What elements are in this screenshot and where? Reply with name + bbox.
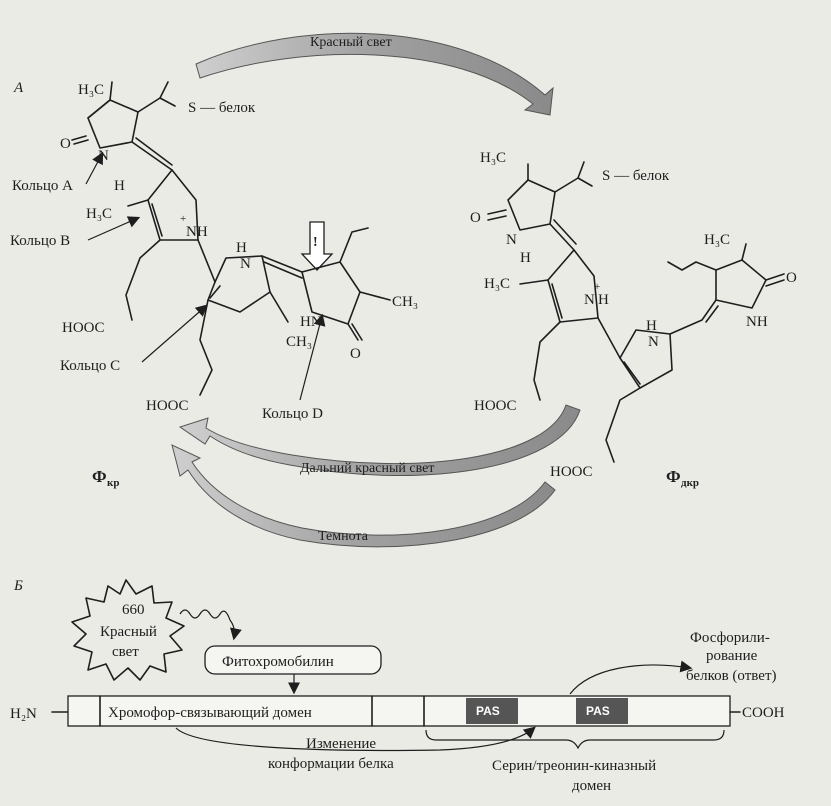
kinase-brace <box>425 729 725 750</box>
protein-bar: H₂N Хромофор-связывающий домен PAS PAS C… <box>10 695 785 727</box>
conformation-arrow <box>175 726 536 752</box>
ring-a-label: Кольцо A <box>12 178 73 194</box>
kinase-line1: Серин/треонин-киназный <box>492 758 656 774</box>
far-red-arrow <box>178 404 581 476</box>
svg-text:O: O <box>60 136 71 152</box>
svg-text:S — белок: S — белок <box>602 168 670 184</box>
svg-text:660: 660 <box>122 602 145 618</box>
svg-text:+: + <box>594 281 600 293</box>
cooh-label: COOH <box>742 705 785 721</box>
phospho-line2: рование <box>706 648 758 664</box>
svg-text:H: H <box>598 292 609 308</box>
conformation-line1: Изменение <box>306 736 376 752</box>
far-red-label: Дальний красный свет <box>300 461 434 476</box>
chromophore-box <box>204 645 382 675</box>
svg-text:Красный: Красный <box>100 624 157 640</box>
ring-d-label: Кольцо D <box>262 406 323 422</box>
svg-text:H₃C: H₃C <box>480 150 506 166</box>
dark-label: Темнота <box>318 529 369 544</box>
svg-text:N: N <box>506 232 517 248</box>
svg-text:HOOC: HOOC <box>146 398 189 414</box>
phospho-line3: белков (ответ) <box>686 668 777 684</box>
svg-text:H₃C: H₃C <box>86 206 112 222</box>
h2n-label: H₂N <box>10 706 37 722</box>
svg-text:O: O <box>786 270 797 286</box>
svg-text:H₃C: H₃C <box>704 232 730 248</box>
svg-text:H₃C: H₃C <box>484 276 510 292</box>
dark-arrow <box>171 444 556 548</box>
svg-text:!: ! <box>313 235 318 250</box>
svg-text:O: O <box>350 346 361 362</box>
kinase-line2: домен <box>572 778 611 794</box>
phi-pfr: Ф <box>666 467 681 486</box>
svg-text:H: H <box>646 318 657 334</box>
svg-text:S — белок: S — белок <box>188 100 256 116</box>
molecule-pr: H₃C S — белок O N H H₃C NH + H N CH₃ HOO… <box>10 81 418 489</box>
svg-text:HOOC: HOOC <box>62 320 105 336</box>
svg-text:N: N <box>98 148 109 164</box>
svg-text:N: N <box>584 292 595 308</box>
molecule-pfr: H₃C S — белок O N H H₃C N + H H₃C O NH H… <box>470 150 797 489</box>
red-light-label: Красный свет <box>310 35 392 50</box>
pas1-label: PAS <box>476 704 500 718</box>
red-light-arrow <box>195 32 554 116</box>
phospho-line1: Фосфорили- <box>690 630 770 646</box>
panel-b-label: Б <box>13 578 23 594</box>
pas2-label: PAS <box>586 704 610 718</box>
phospho-arrow <box>569 660 693 695</box>
panel-a-label: А <box>13 80 24 96</box>
svg-text:H: H <box>236 240 247 256</box>
svg-text:+: + <box>180 213 186 225</box>
svg-text:CH₃: CH₃ <box>286 334 312 350</box>
chromophore-label: Фитохромобилин <box>222 654 334 670</box>
exclaim-arrow: ! <box>300 221 334 271</box>
svg-text:N: N <box>240 256 251 272</box>
ring-c-label: Кольцо C <box>60 358 120 374</box>
binding-domain-label: Хромофор-связывающий домен <box>108 705 312 721</box>
svg-text:O: O <box>470 210 481 226</box>
svg-text:N: N <box>648 334 659 350</box>
svg-text:NH: NH <box>746 314 768 330</box>
svg-text:HOOC: HOOC <box>474 398 517 414</box>
phi-pfr-sub: дкр <box>681 477 699 489</box>
wavy-arrow <box>179 609 242 641</box>
svg-text:H₃C: H₃C <box>78 82 104 98</box>
svg-text:HOOC: HOOC <box>550 464 593 480</box>
phi-pr-sub: кр <box>107 477 119 489</box>
phi-pr: Ф <box>92 467 107 486</box>
svg-text:H: H <box>520 250 531 266</box>
svg-text:CH₃: CH₃ <box>392 294 418 310</box>
red-light-starburst: 660 Красный свет <box>71 579 185 681</box>
conformation-line2: конформации белка <box>268 756 394 772</box>
ring-b-label: Кольцо B <box>10 233 70 249</box>
svg-text:NH: NH <box>186 224 208 240</box>
svg-text:H: H <box>114 178 125 194</box>
svg-text:свет: свет <box>112 644 139 660</box>
